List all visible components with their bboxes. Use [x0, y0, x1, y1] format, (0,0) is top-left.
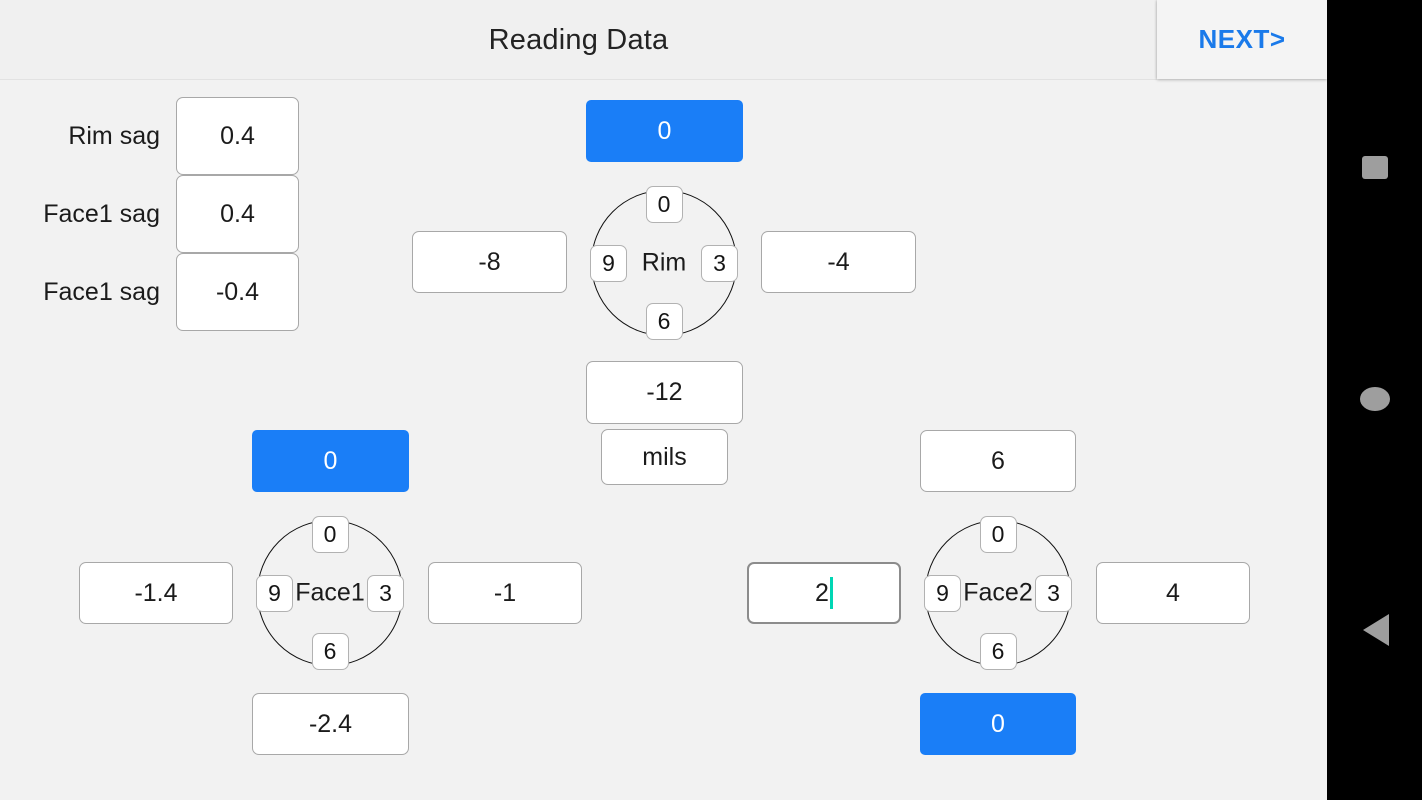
face1-tick-0[interactable]: 0: [311, 516, 349, 553]
next-button[interactable]: NEXT>: [1157, 0, 1327, 79]
rim-dial: Rim 0 3 6 9: [590, 186, 738, 340]
face1-sag-label: Face1 sag: [43, 200, 160, 228]
text-caret: [829, 577, 833, 609]
face1-top-value[interactable]: 0: [252, 430, 409, 492]
rim-tick-6[interactable]: 6: [645, 303, 683, 340]
face1-bottom-value[interactable]: -2.4: [252, 693, 409, 755]
face2-bottom-value[interactable]: 0: [920, 693, 1076, 755]
recents-button[interactable]: [1327, 132, 1422, 204]
face1-left-value[interactable]: -1.4: [79, 562, 233, 624]
rim-right-value[interactable]: -4: [761, 231, 916, 293]
triangle-left-icon: [1363, 614, 1389, 646]
face2-tick-6[interactable]: 6: [979, 633, 1017, 670]
rim-bottom-value[interactable]: -12: [586, 361, 743, 424]
app-bar: Reading Data NEXT>: [0, 0, 1327, 80]
face2-dial-label: Face2: [963, 578, 1033, 607]
unit-field[interactable]: mils: [601, 429, 728, 485]
circle-icon: [1360, 387, 1390, 411]
face1-tick-3[interactable]: 3: [367, 574, 404, 612]
back-button[interactable]: [1327, 594, 1422, 666]
app-screen: Reading Data NEXT> Rim sag 0.4 Face1 sag…: [0, 0, 1327, 800]
rim-tick-9[interactable]: 9: [590, 244, 627, 282]
face1-right-value[interactable]: -1: [428, 562, 582, 624]
face1-tick-6[interactable]: 6: [311, 633, 349, 670]
face2-top-value[interactable]: 6: [920, 430, 1076, 492]
face2-tick-3[interactable]: 3: [1035, 574, 1072, 612]
face2-tick-9[interactable]: 9: [924, 574, 961, 612]
android-nav-bar: [1327, 0, 1422, 800]
page-title: Reading Data: [488, 24, 669, 56]
rim-sag-input[interactable]: 0.4: [176, 97, 299, 175]
next-button-label: NEXT>: [1198, 24, 1286, 54]
face2-left-input-text: 2: [815, 578, 829, 607]
face2-dial: Face2 0 3 6 9: [924, 516, 1072, 670]
face1-dial-label: Face1: [295, 578, 365, 607]
rim-sag-label: Rim sag: [68, 122, 160, 150]
face1-sag-input[interactable]: 0.4: [176, 175, 299, 253]
face1-tick-9[interactable]: 9: [256, 574, 293, 612]
rim-tick-0[interactable]: 0: [645, 186, 683, 223]
rim-left-value[interactable]: -8: [412, 231, 567, 293]
face2-sag-input[interactable]: -0.4: [176, 253, 299, 331]
square-icon: [1362, 156, 1388, 179]
face2-sag-label: Face1 sag: [43, 278, 160, 306]
rim-tick-3[interactable]: 3: [701, 244, 738, 282]
face2-tick-0[interactable]: 0: [979, 516, 1017, 553]
face2-right-value[interactable]: 4: [1096, 562, 1250, 624]
face1-dial: Face1 0 3 6 9: [256, 516, 404, 670]
app-bar-divider: [0, 79, 1157, 80]
rim-dial-label: Rim: [641, 248, 687, 277]
rim-top-value[interactable]: 0: [586, 100, 743, 162]
face2-left-input[interactable]: 2: [747, 562, 901, 624]
home-button[interactable]: [1327, 364, 1422, 436]
